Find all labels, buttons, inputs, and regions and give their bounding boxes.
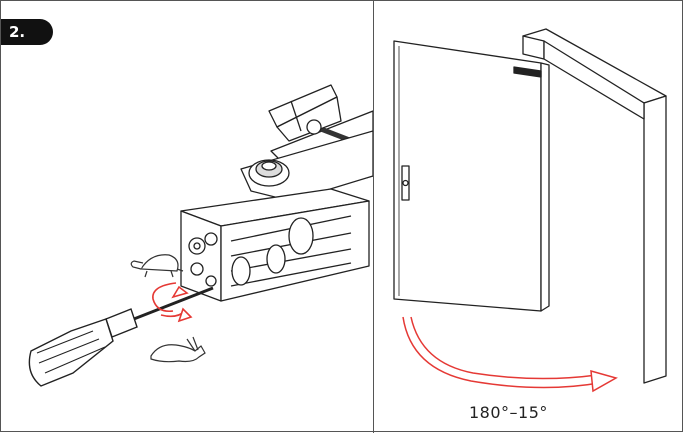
end-cap-valves [188,232,218,287]
step-number-badge: 2. [1,19,53,45]
spindle-nut [248,159,290,187]
rotation-arrow-icon [152,282,193,323]
door-slab [393,40,550,312]
arm-clamp [268,84,342,142]
rabbit-icon [150,336,206,363]
screwdriver-icon [28,286,214,387]
door-handle-icon [401,165,410,201]
turtle-icon [130,254,184,278]
door-swing-arrow-icon [402,316,618,393]
closer-adjustment-illustration [28,84,373,387]
swing-angle-label: 180°–15° [469,403,548,422]
panel-divider [373,1,374,433]
door-closer-mini [513,66,542,78]
door-frame [522,28,667,384]
